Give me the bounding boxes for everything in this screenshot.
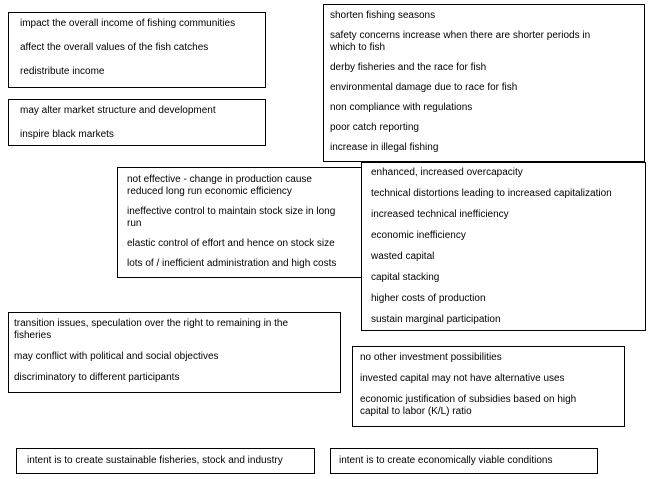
note-item: may alter market structure and developme… (20, 105, 216, 116)
note-item: discriminatory to different participants (14, 372, 180, 383)
note-item: lots of / inefficient administration and… (127, 258, 337, 269)
note-item: safety concerns increase when there are … (330, 30, 591, 53)
note-item: derby fisheries and the race for fish (330, 62, 487, 73)
note-item: not effective - change in production cau… (127, 174, 312, 197)
note-item: may conflict with political and social o… (14, 351, 219, 362)
note-item: shorten fishing seasons (330, 10, 436, 21)
note-item: no other investment possibilities (360, 352, 502, 363)
note-item: environmental damage due to race for fis… (330, 82, 518, 93)
note-item: ineffective control to maintain stock si… (127, 206, 336, 229)
box-transition-equity-issues: transition issues, speculation over the … (8, 312, 341, 393)
box-intent-sustainable-fisheries: intent is to create sustainable fisherie… (16, 448, 315, 474)
note-item: enhanced, increased overcapacity (371, 167, 523, 178)
note-item: increased technical inefficiency (371, 209, 509, 220)
box-intent-economic-viability: intent is to create economically viable … (330, 448, 598, 474)
note-item: capital stacking (371, 272, 440, 283)
note-item: impact the overall income of fishing com… (20, 18, 236, 29)
note-item: invested capital may not have alternativ… (360, 373, 565, 384)
note-item: transition issues, speculation over the … (14, 318, 289, 341)
note-item: poor catch reporting (330, 122, 419, 133)
note-item: inspire black markets (20, 129, 114, 140)
note-item: wasted capital (371, 251, 435, 262)
note-item: redistribute income (20, 66, 105, 77)
note-item: intent is to create economically viable … (339, 455, 553, 466)
box-investment-justifications: no other investment possibilities invest… (352, 346, 625, 427)
box-overcapacity-effects: enhanced, increased overcapacity technic… (361, 162, 646, 331)
note-item: economic justification of subsidies base… (360, 394, 577, 417)
note-item: technical distortions leading to increas… (371, 188, 612, 199)
note-item: sustain marginal participation (371, 314, 501, 325)
note-item: elastic control of effort and hence on s… (127, 238, 335, 249)
box-fishing-season-effects: shorten fishing seasons safety concerns … (323, 4, 645, 162)
note-item: affect the overall values of the fish ca… (20, 42, 209, 53)
note-item: increase in illegal fishing (330, 142, 439, 153)
box-market-structure-effects: may alter market structure and developme… (8, 99, 266, 146)
box-regulation-effectiveness-issues: not effective - change in production cau… (117, 167, 362, 278)
box-income-distribution-effects: impact the overall income of fishing com… (8, 12, 266, 88)
note-item: higher costs of production (371, 293, 486, 304)
note-item: intent is to create sustainable fisherie… (27, 455, 283, 466)
note-item: economic inefficiency (371, 230, 466, 241)
note-item: non compliance with regulations (330, 102, 473, 113)
